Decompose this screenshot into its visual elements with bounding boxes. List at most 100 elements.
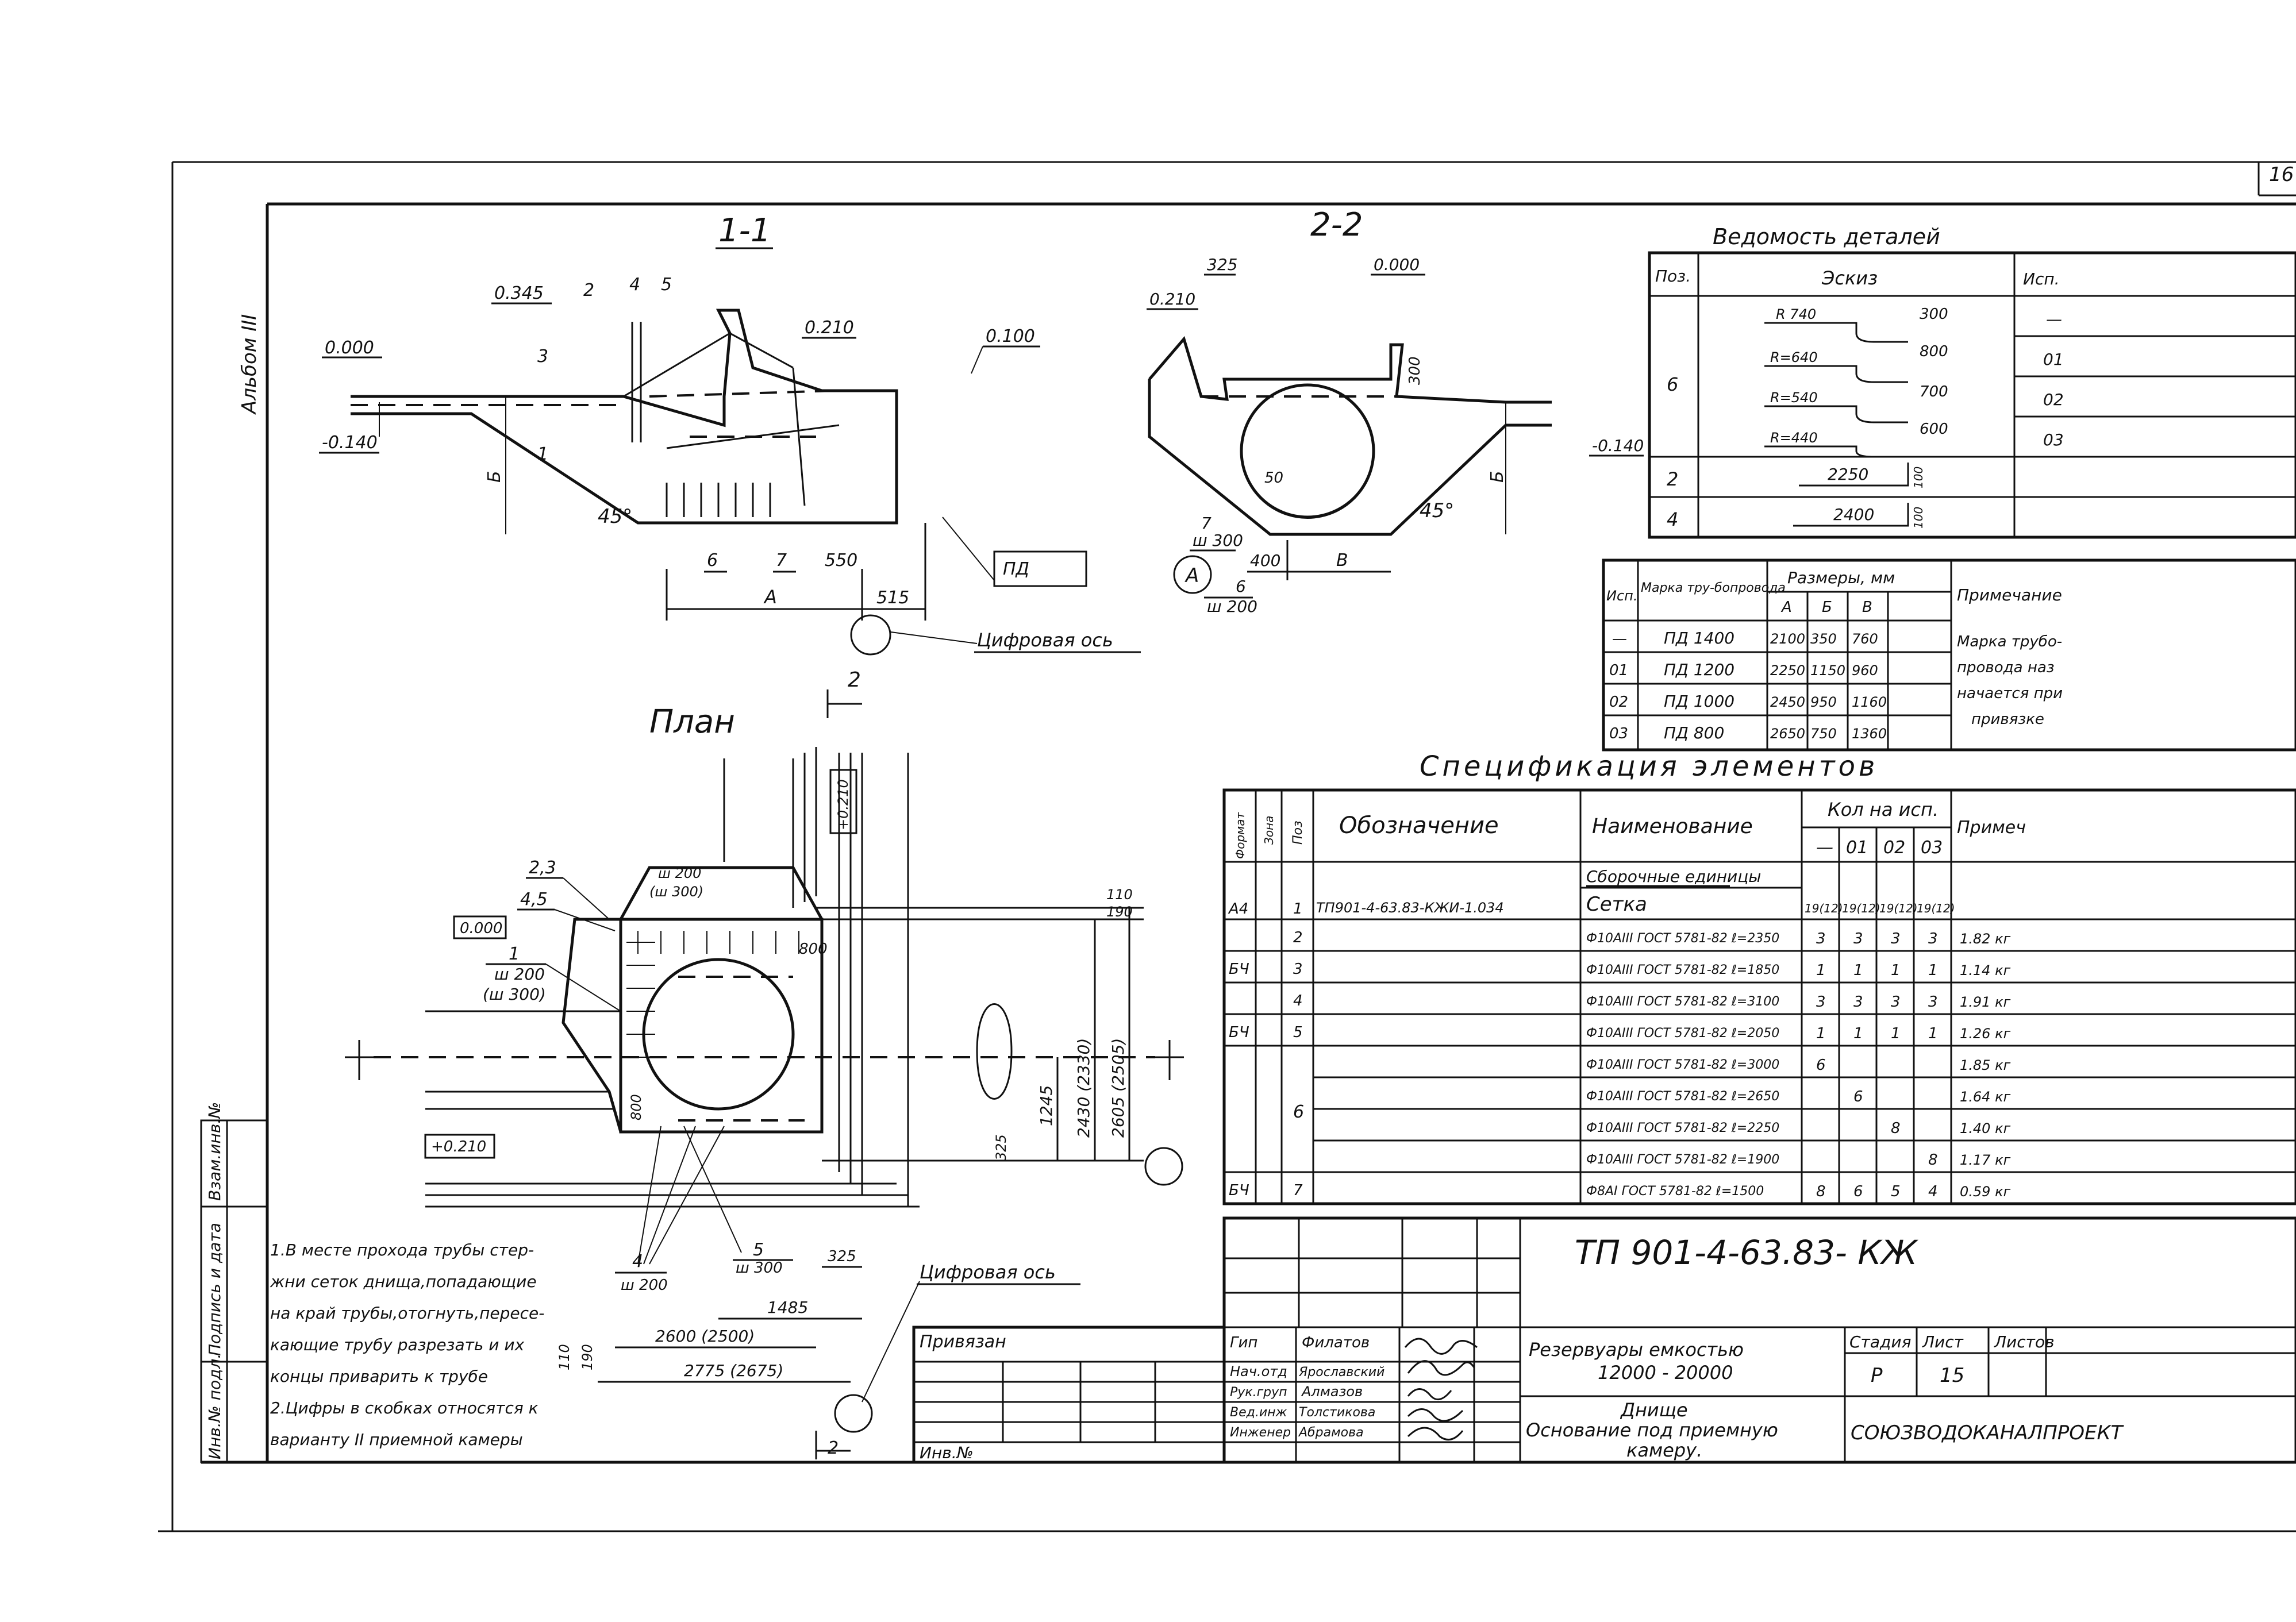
sizes-r0-b: 350 <box>1810 631 1837 647</box>
spec-r9-fmt: БЧ <box>1229 1182 1249 1199</box>
details-title: Ведомость деталей <box>1713 224 1940 249</box>
title-sheet: 15 <box>1940 1364 1964 1387</box>
spec-h-oboz: Обозначение <box>1339 812 1499 839</box>
plan-mark-190-bottom: 190 <box>579 1344 595 1370</box>
spec-r4-pos: 5 <box>1293 1024 1303 1041</box>
details-r4-dim: 100 <box>1912 467 1925 488</box>
sizes-h-dims: Размеры, мм <box>1787 568 1895 587</box>
spec-r3-q1: 3 <box>1853 993 1863 1011</box>
sizes-r2-mark: ПД 1000 <box>1664 692 1735 711</box>
details-r0-sketch: R 740 <box>1776 306 1816 322</box>
spec-r6-pos: 6 <box>1293 1102 1304 1122</box>
plan-k2-top: 2 <box>848 668 861 692</box>
spec-r9-pos: 7 <box>1293 1182 1303 1199</box>
spec-r0-q1: 19(12) <box>1842 901 1880 915</box>
title-block: ТП 901-4-63.83- КЖ Привязан Инв.№ Гип На… <box>912 1216 2296 1464</box>
spec-r0-pos: 1 <box>1293 900 1303 918</box>
spec-r0-fmt: А4 <box>1228 900 1248 918</box>
spec-r3-pos: 4 <box>1293 992 1303 1010</box>
title-name-1: Ярославский <box>1298 1365 1384 1380</box>
plan-mark-sh200: ш 200 <box>658 865 701 881</box>
plan-k2-bottom: 2 <box>828 1438 839 1458</box>
sizes-r1-mark: ПД 1200 <box>1664 660 1735 679</box>
title-sheets-label: Листов <box>1994 1332 2055 1351</box>
spec-r8-q3: 8 <box>1928 1151 1938 1169</box>
s22-mark-0000: 0.000 <box>1374 255 1420 274</box>
spec-r5-note: 1.85 кг <box>1960 1057 2011 1073</box>
details-r2-sketch: R=540 <box>1770 390 1818 406</box>
section-1-1: 1-1 0.345 2 4 5 3 0.000 <box>319 212 1141 656</box>
spec-r4-q3: 1 <box>1928 1025 1938 1042</box>
spec-h-fmt: Формат <box>1233 812 1247 859</box>
note-line-2: жни сеток днища,попадающие <box>270 1272 537 1291</box>
spec-r3-name: Ф10АIII ГОСТ 5781-82 ℓ=3100 <box>1586 995 1779 1009</box>
plan-rebars <box>626 931 805 1122</box>
spec-r9-q0: 8 <box>1816 1183 1826 1200</box>
sizes-r1-v: 960 <box>1852 662 1878 679</box>
title-name-2: Алмазов <box>1301 1384 1363 1400</box>
sizes-note-4: привязке <box>1971 711 2044 728</box>
spec-r9-note: 0.59 кг <box>1960 1184 2011 1200</box>
spec-r4-fmt: БЧ <box>1229 1024 1249 1041</box>
spec-r1-q3: 3 <box>1928 930 1938 947</box>
spec-r2-q3: 1 <box>1928 962 1938 979</box>
spec-r3-note: 1.91 кг <box>1960 994 2011 1010</box>
details-r3-dim: 600 <box>1920 421 1948 438</box>
spec-r4-q2: 1 <box>1891 1025 1901 1042</box>
spec-h-note: Примеч <box>1957 818 2026 838</box>
s22-mark-V: В <box>1336 550 1348 571</box>
sizes-h-isp: Исп. <box>1606 588 1637 604</box>
plan-mark-325-right: 325 <box>993 1134 1009 1161</box>
sizes-r3-mark: ПД 800 <box>1664 723 1724 742</box>
plan-mark-p0210-top: +0.210 <box>835 779 851 830</box>
spec-r9-q3: 4 <box>1928 1183 1938 1200</box>
title-name-3: Толстикова <box>1299 1405 1375 1420</box>
plan: План 2 2 +0.210 <box>345 668 1184 1459</box>
sizes-r3-v: 1360 <box>1852 726 1887 742</box>
spec-r7-name: Ф10АIII ГОСТ 5781-82 ℓ=2250 <box>1586 1121 1779 1135</box>
plan-mark-110: 110 <box>1106 887 1133 903</box>
side-stamp-vzam: Взам.инв.№ <box>205 1102 224 1201</box>
sizes-r0-v: 760 <box>1852 631 1878 647</box>
s22-mark-6: 6 <box>1236 577 1246 596</box>
s11-mark-m0140: -0.140 <box>322 433 378 453</box>
s22-mark-7: 7 <box>1201 514 1212 533</box>
details-r4-sketch: 2250 <box>1828 465 1868 484</box>
details-r5-dim: 100 <box>1912 507 1925 529</box>
sheet-frame <box>158 161 2296 1532</box>
spec-title: Спецификация элементов <box>1420 750 1878 783</box>
sizes-table: Исп. Марка тру-бопровода Размеры, мм А Б… <box>1602 558 2296 752</box>
s22-mark-sh300: ш 300 <box>1193 531 1243 550</box>
s11-mark-7: 7 <box>776 550 787 571</box>
sizes-h-b: Б <box>1822 599 1832 616</box>
sizes-h-v: В <box>1862 599 1872 616</box>
s22-mark-325: 325 <box>1207 255 1237 274</box>
plan-mark-2605: 2605 (2505) <box>1109 1038 1128 1138</box>
details-h-pos: Поз. <box>1655 267 1691 286</box>
s11-mark-2: 2 <box>583 280 594 300</box>
spec-r2-q1: 1 <box>1853 962 1863 979</box>
sizes-h-a: А <box>1780 599 1792 616</box>
section-1-1-rebars <box>631 322 771 517</box>
spec-r1-pos: 2 <box>1293 929 1303 946</box>
side-stamp: Инв.№ подл. Подпись и дата Взам.инв.№ <box>200 1102 268 1463</box>
spec-r6-q1: 6 <box>1853 1088 1863 1105</box>
spec-r2-fmt: БЧ <box>1229 961 1249 978</box>
plan-mark-800-left: 800 <box>628 1094 644 1120</box>
s11-mark-1: 1 <box>537 444 548 464</box>
details-r2-dim: 700 <box>1920 383 1948 400</box>
s11-axis-label: Цифровая ось <box>977 629 1113 651</box>
title-privyazan: Привязан <box>920 1332 1006 1352</box>
plan-mark-1485: 1485 <box>767 1298 808 1317</box>
spec-r9-q2: 5 <box>1891 1183 1901 1200</box>
spec-r6-name: Ф10АIII ГОСТ 5781-82 ℓ=2650 <box>1586 1089 1779 1104</box>
spec-r1-name: Ф10АIII ГОСТ 5781-82 ℓ=2350 <box>1586 931 1779 946</box>
plan-mark-45: 4,5 <box>520 889 548 910</box>
sizes-r2-v: 1160 <box>1852 694 1887 710</box>
sizes-r0-a: 2100 <box>1770 631 1805 647</box>
s11-mark-5: 5 <box>661 275 672 295</box>
spec-r8-note: 1.17 кг <box>1960 1152 2011 1168</box>
s22-mark-sh200: ш 200 <box>1207 597 1257 616</box>
details-r4-pos: 2 <box>1667 468 1678 490</box>
section-2-2-title: 2-2 <box>1310 206 1363 244</box>
